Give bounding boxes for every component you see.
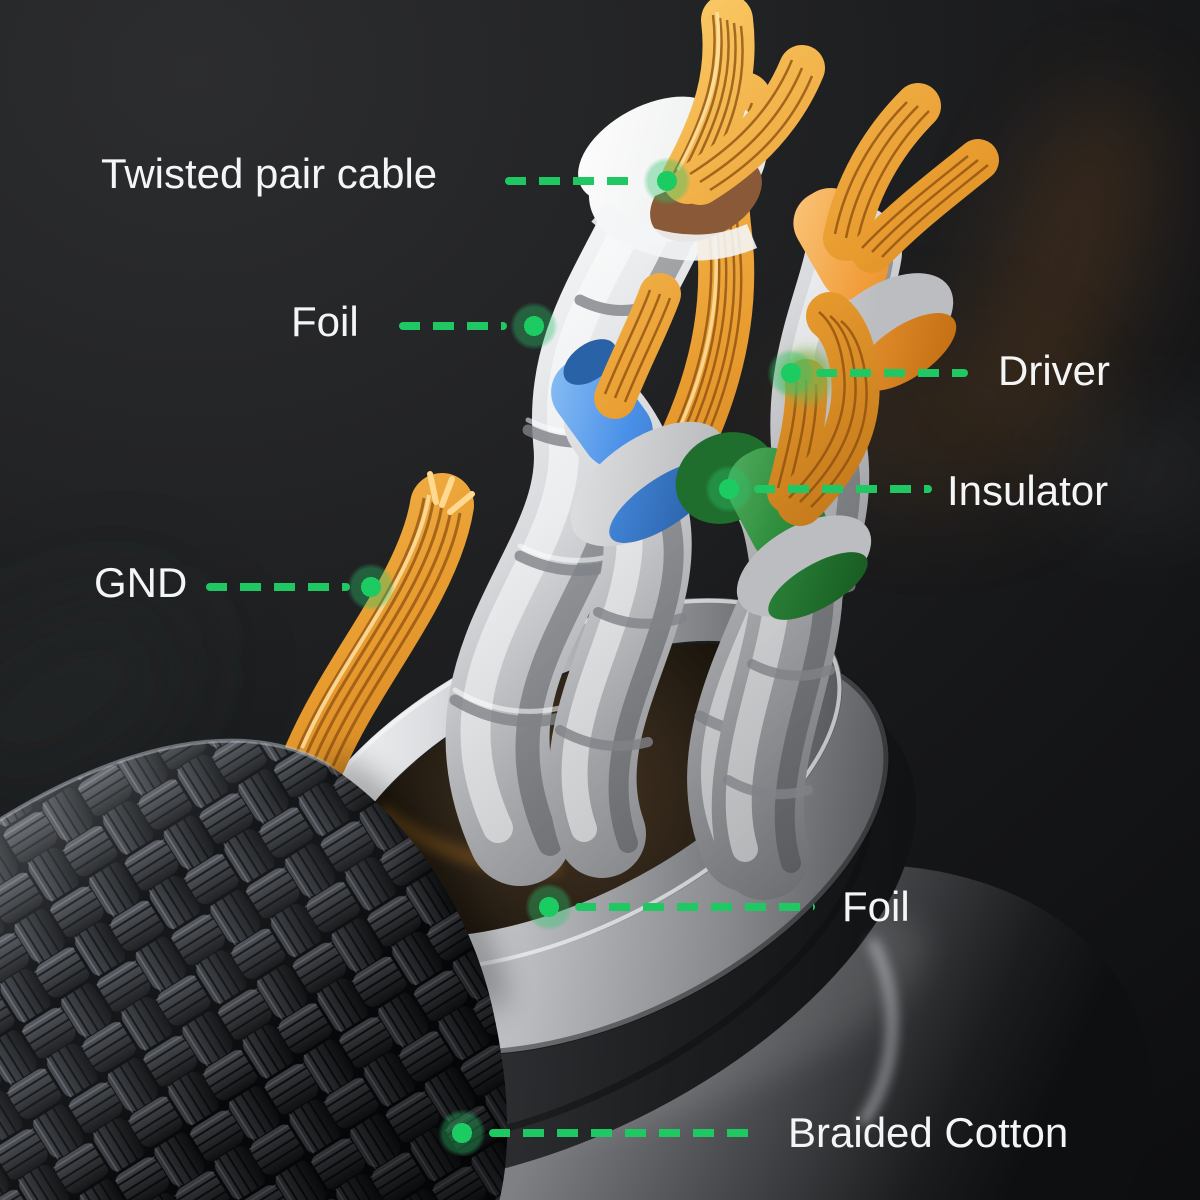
foil-top-leader-line bbox=[399, 322, 507, 330]
insulator-leader-line bbox=[754, 485, 932, 493]
gnd-leader-line bbox=[206, 583, 350, 591]
gnd-wire bbox=[297, 471, 475, 766]
braided-cotton-marker-dot bbox=[438, 1109, 486, 1157]
twisted-pair-rope-4 bbox=[728, 497, 830, 863]
foil-bottom-leader-line bbox=[575, 903, 815, 911]
driver-marker-dot bbox=[767, 349, 815, 397]
insulator-marker-dot bbox=[705, 465, 753, 513]
foil-bottom-marker-dot bbox=[525, 883, 573, 931]
gnd-marker-dot bbox=[347, 563, 395, 611]
gnd-label: GND bbox=[94, 559, 188, 606]
braided-cotton-leader-line bbox=[489, 1129, 759, 1137]
twisted-pair-rope-3 bbox=[560, 417, 682, 843]
braided-cotton-label: Braided Cotton bbox=[788, 1109, 1069, 1156]
foil-top-marker-dot bbox=[510, 302, 558, 350]
insulator-label: Insulator bbox=[947, 467, 1109, 514]
twisted-pair-cable-leader-line bbox=[505, 177, 637, 185]
copper-strands-orange-pair bbox=[835, 102, 988, 257]
twisted-pair-cable-marker-dot bbox=[643, 157, 691, 205]
twisted-pair-cable-label: Twisted pair cable bbox=[101, 150, 438, 197]
braided-jacket bbox=[0, 738, 508, 1200]
driver-label: Driver bbox=[998, 347, 1110, 394]
driver-leader-line bbox=[816, 369, 968, 377]
copper-strands-brown-pair bbox=[674, 12, 812, 190]
foil-bottom-label: Foil bbox=[842, 883, 910, 930]
foil-top-label: Foil bbox=[291, 298, 359, 345]
